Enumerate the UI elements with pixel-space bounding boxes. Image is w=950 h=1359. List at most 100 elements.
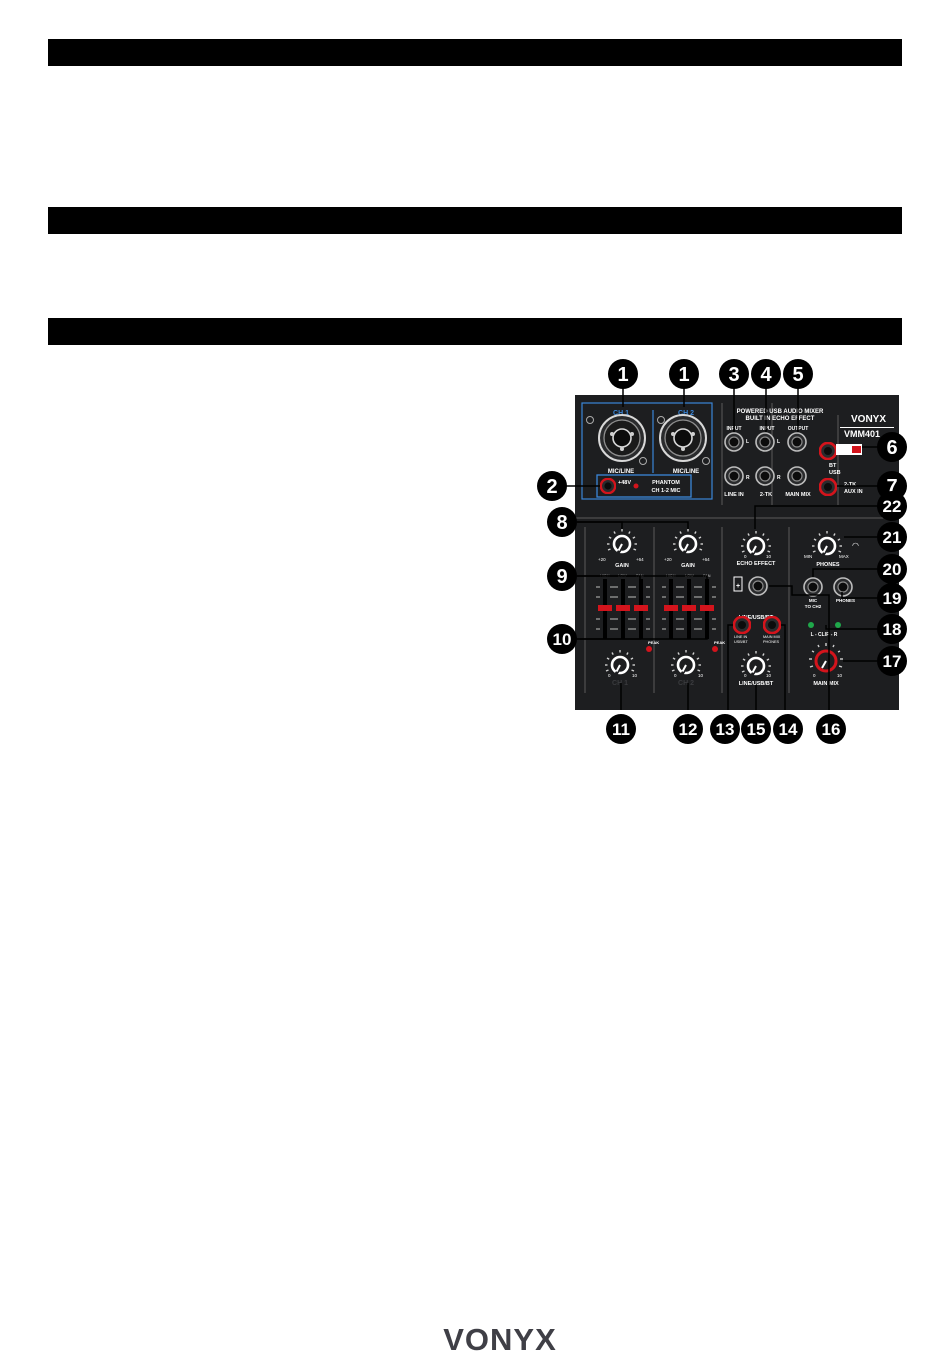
r-label: R [746, 475, 750, 481]
mic-to-ch2-label-1: MIC [809, 598, 818, 603]
mixer-title-line1: POWERED USB AUDIO MIXER [737, 409, 824, 415]
mic-to-ch2-label-2: TO CH2 [805, 604, 822, 609]
section-bar-1 [48, 39, 902, 66]
gain-label-ch2: GAIN [681, 563, 695, 569]
mixer-title-line2: BUILT IN ECHO EFFECT [746, 416, 815, 422]
from-option-line-in: LINE IN [734, 635, 748, 639]
gain-min-ch1: +20 [598, 557, 606, 562]
two-tk-jack-r[interactable] [755, 466, 775, 486]
callout-4: 4 [751, 359, 781, 389]
echo-effect-label: ECHO EFFECT [737, 561, 776, 567]
phantom-power-button[interactable] [600, 478, 616, 494]
mic-line-label-ch1: MIC/LINE [608, 469, 634, 475]
xlr-combo-jack-ch1[interactable] [598, 414, 646, 462]
two-tk-jack-l[interactable] [755, 432, 775, 452]
footer-logo-text: VONYX [443, 1322, 557, 1356]
phones-label: PHONES [816, 562, 840, 568]
callout-22: 22 [877, 491, 907, 521]
peak-label-ch2: PEAK [714, 640, 725, 645]
callout-8: 8 [547, 507, 577, 537]
brand-underline [840, 427, 894, 428]
screw-icon [657, 416, 665, 424]
gain-min-ch2: +20 [664, 557, 672, 562]
svg-text:13: 13 [716, 720, 735, 739]
main-mix-jack-r[interactable] [787, 466, 807, 486]
l-label: L [777, 439, 780, 445]
ch1-bottom-label: CH 1 [612, 680, 628, 687]
svg-text:6: 6 [886, 437, 897, 459]
peak-led-ch1 [646, 646, 652, 652]
line-usb-max-label: 10 [766, 673, 772, 678]
plus-icon: + [736, 583, 740, 590]
callout-leaders [564, 385, 879, 710]
l-label: L [746, 439, 749, 445]
two-tk-aux-switch[interactable] [819, 478, 837, 496]
svg-text:7: 7 [886, 476, 897, 498]
svg-text:16: 16 [822, 720, 841, 739]
two-tk-switch-label: 2-TK [844, 482, 856, 488]
callout-19: 19 [877, 583, 907, 613]
line-in-jack-r[interactable] [724, 466, 744, 486]
clip-led-left [808, 622, 814, 628]
from-option-usb-bt: USB/BT [734, 640, 748, 644]
mic-to-ch2-jack[interactable] [803, 577, 823, 597]
svg-text:2: 2 [546, 476, 557, 498]
callout-21: 21 [877, 522, 907, 552]
callout-6: 6 [877, 432, 907, 462]
svg-text:5: 5 [792, 364, 803, 386]
svg-text:1: 1 [617, 364, 628, 386]
callout-13: 13 [710, 714, 740, 744]
svg-text:14: 14 [779, 720, 798, 739]
callout-20: 20 [877, 554, 907, 584]
usb-port-icon[interactable] [836, 444, 862, 455]
clip-led-right [835, 622, 841, 628]
callout-15: 15 [741, 714, 771, 744]
ch2-min-label: 0 [674, 673, 677, 678]
svg-text:3: 3 [728, 364, 739, 386]
line-usb-min-label: 0 [744, 673, 747, 678]
xlr-combo-jack-ch2[interactable] [659, 414, 707, 462]
usb-socket[interactable] [748, 576, 768, 596]
svg-text:9: 9 [556, 566, 567, 588]
usb-label: USB [829, 470, 841, 476]
main-mix-min-label: 0 [813, 673, 816, 678]
section-bar-2 [48, 207, 902, 234]
to-switch[interactable] [763, 616, 781, 634]
echo-min-label: 0 [744, 554, 747, 559]
line-in-jack-l[interactable] [724, 432, 744, 452]
phones-jack[interactable] [833, 577, 853, 597]
screw-icon [639, 457, 647, 465]
main-mix-knob-label: MAIN MIX [813, 681, 839, 687]
mixer-diagram: CH 1 CH 2 MIC/LINE MIC/LINE +48V PHANTOM… [537, 359, 907, 744]
phones-max-label: MAX [839, 554, 849, 559]
bt-usb-button[interactable] [819, 442, 837, 460]
ch1-top-label: CH 1 [613, 410, 629, 417]
clip-label: L - CLIP - R [811, 632, 838, 638]
bt-label: BT [829, 463, 837, 469]
callout-16: 16 [816, 714, 846, 744]
from-switch[interactable] [733, 616, 751, 634]
echo-max-label: 10 [766, 554, 772, 559]
panel-brand: VONYX [851, 414, 886, 425]
svg-text:8: 8 [556, 512, 567, 534]
callout-3: 3 [719, 359, 749, 389]
main-mix-output-label: MAIN MIX [785, 492, 811, 498]
svg-text:21: 21 [883, 528, 902, 547]
callout-1: 1 [608, 359, 638, 389]
bluetooth-led [852, 446, 861, 453]
callout-9: 9 [547, 561, 577, 591]
callout-12: 12 [673, 714, 703, 744]
svg-text:4: 4 [760, 364, 772, 386]
svg-text:17: 17 [883, 652, 902, 671]
mic-line-label-ch2: MIC/LINE [673, 469, 699, 475]
main-mix-jack-l[interactable] [787, 432, 807, 452]
line-usb-bt-level-label: LINE/USB/BT [739, 681, 774, 687]
to-option-phones: PHONES [763, 640, 780, 644]
screw-icon [702, 457, 710, 465]
panel-model: VMM401 [844, 429, 880, 439]
ch2-bottom-label: CH 2 [678, 680, 694, 687]
to-option-main-mix: MAIN MIX [763, 635, 781, 639]
ch2-max-label: 10 [698, 673, 704, 678]
headphones-icon: ◠ [852, 541, 859, 550]
callout-2: 2 [537, 471, 567, 501]
